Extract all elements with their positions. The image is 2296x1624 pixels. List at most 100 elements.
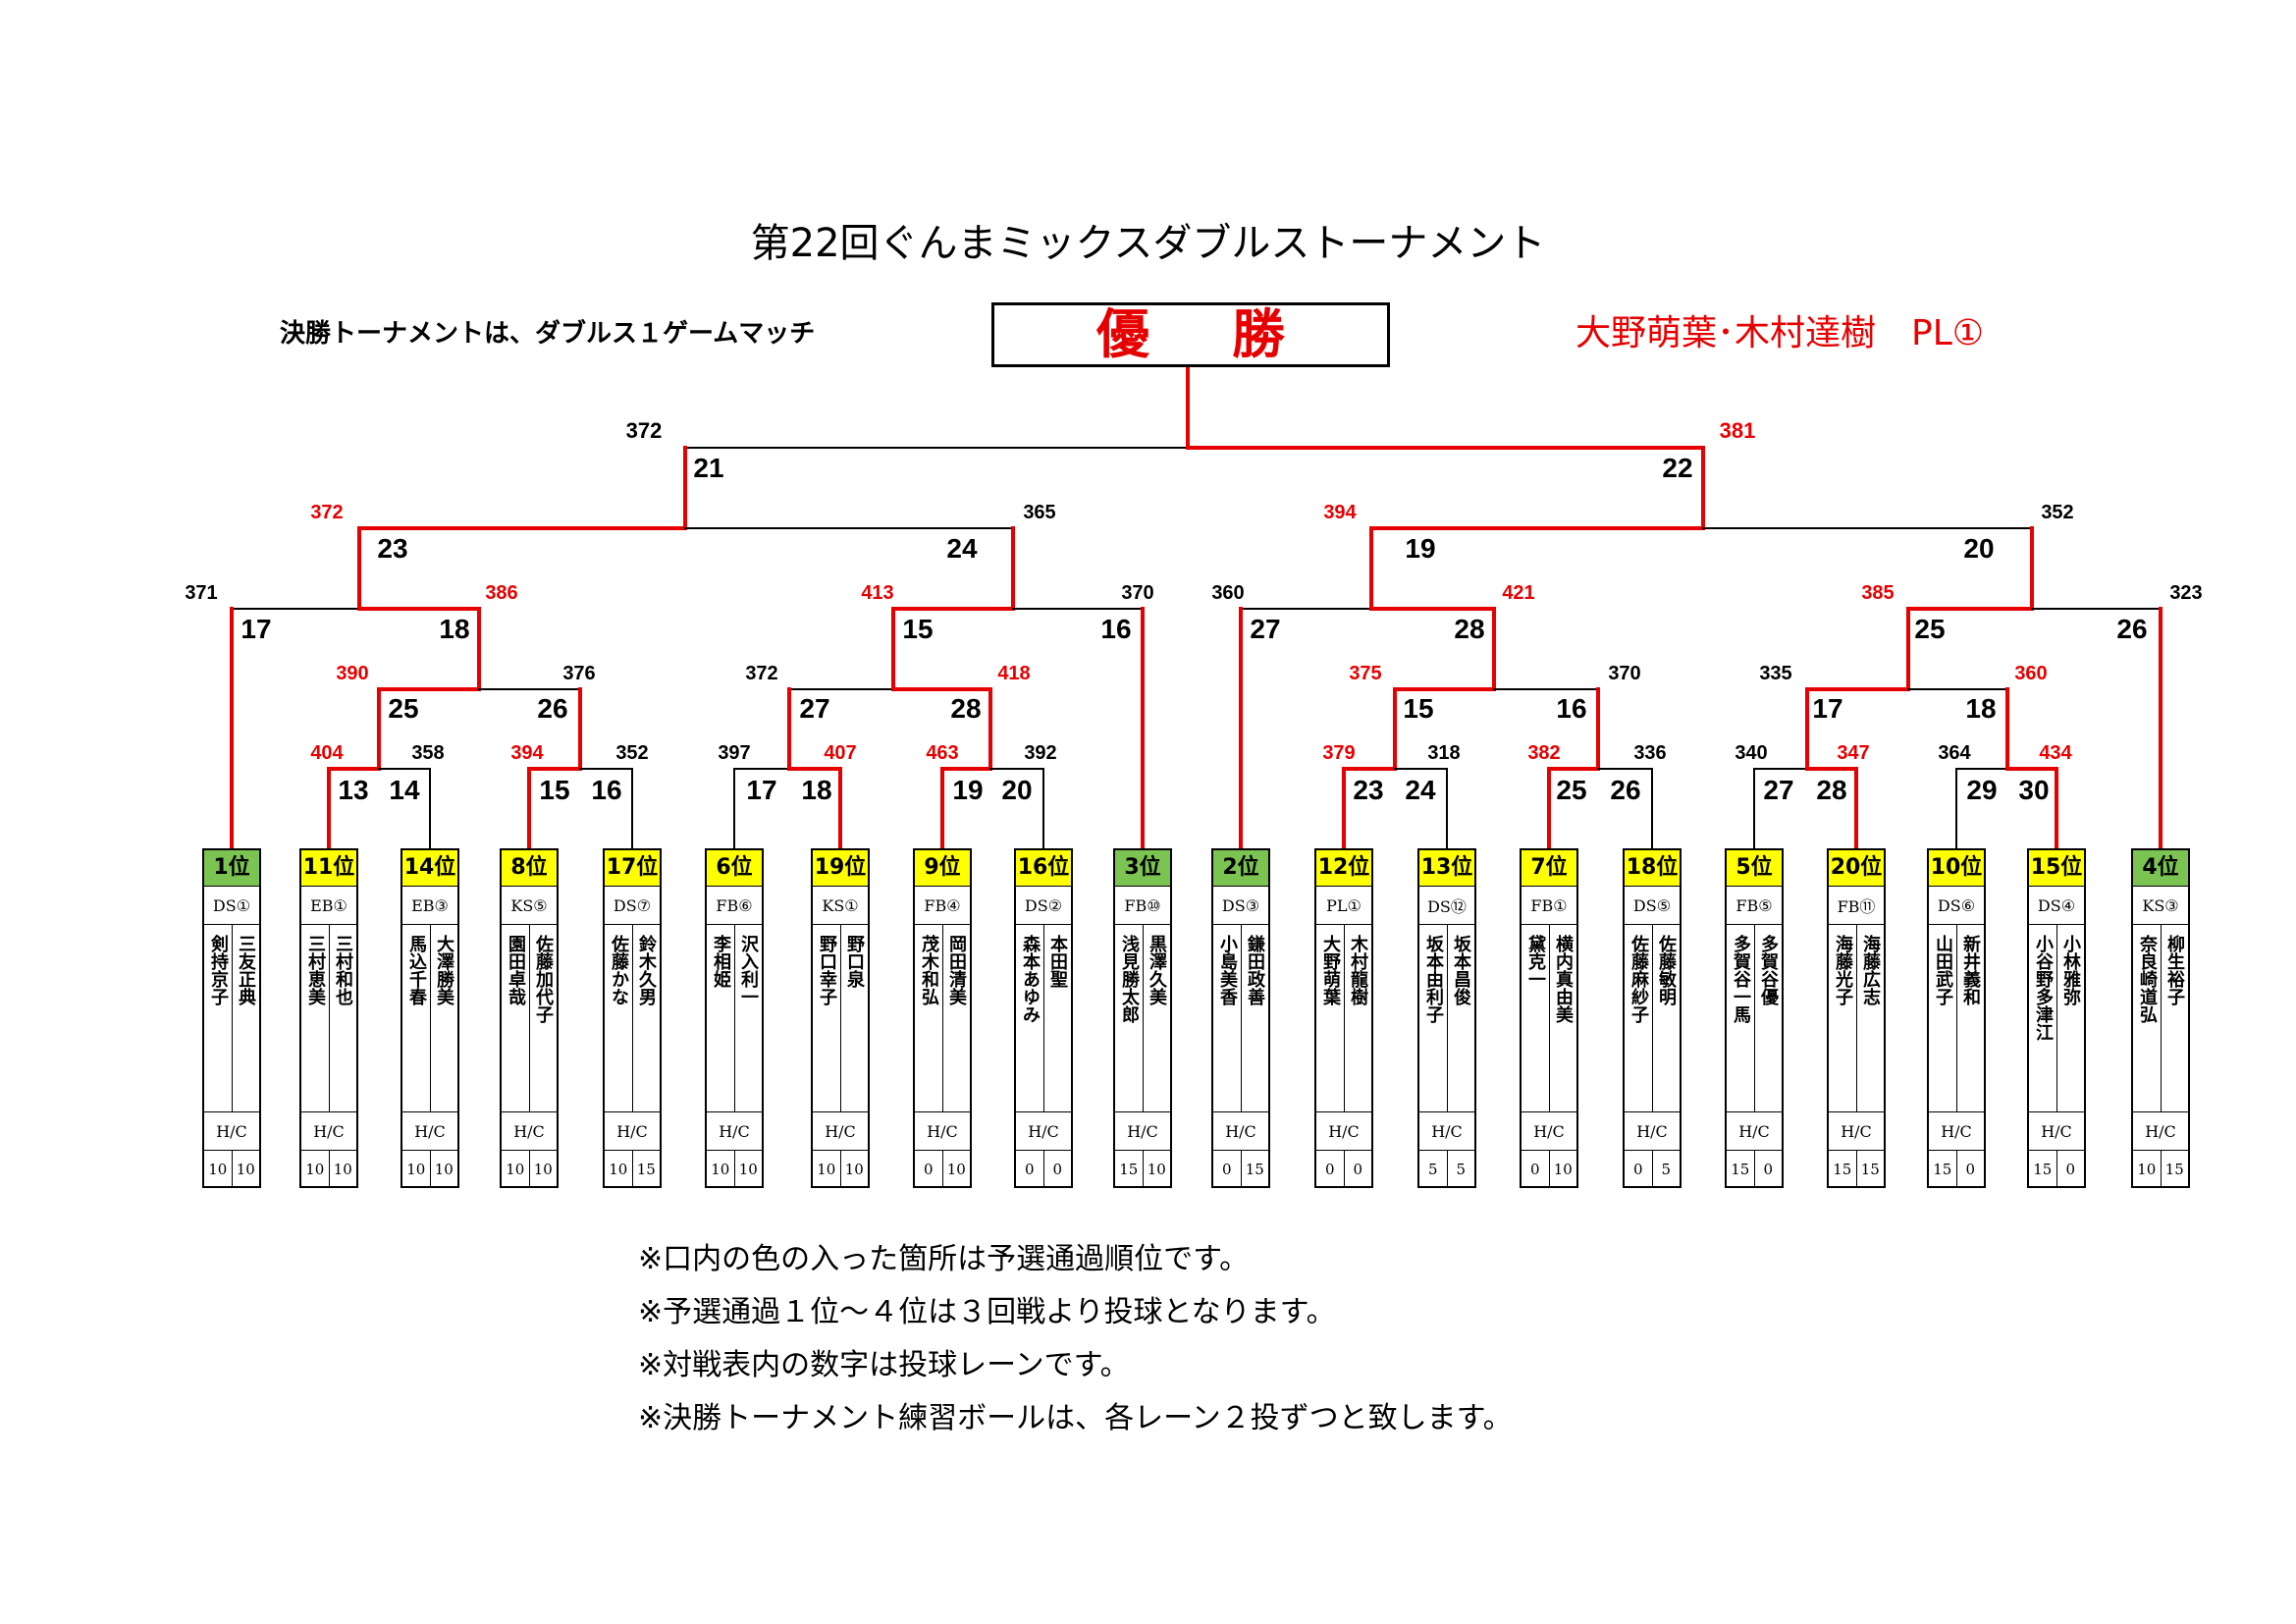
team-code: DS⑤ bbox=[1625, 887, 1680, 925]
hc-value: 0 bbox=[1353, 1161, 1363, 1178]
bracket-number: 340 bbox=[1735, 742, 1767, 764]
bracket-number: 27 bbox=[799, 693, 829, 724]
player-name: 横内真由美 bbox=[1549, 925, 1576, 1111]
bracket-number: 21 bbox=[693, 453, 723, 483]
player-names: 黒澤久美浅見勝太郎 bbox=[1115, 925, 1170, 1112]
hc-value: 10 bbox=[844, 1161, 864, 1178]
bracket-number: 372 bbox=[745, 663, 777, 684]
hc-label: H/C bbox=[2133, 1112, 2188, 1151]
bracket-number: 16 bbox=[1100, 614, 1131, 644]
bracket-number: 15 bbox=[1403, 693, 1433, 724]
player-names: 柳生裕子奈良崎道弘 bbox=[2133, 925, 2188, 1112]
team-code: DS③ bbox=[1213, 887, 1268, 925]
bracket-number: 392 bbox=[1024, 742, 1056, 764]
bracket-number: 352 bbox=[2041, 502, 2073, 523]
rank-badge: 6位 bbox=[707, 850, 762, 887]
player-name: 大野萌葉 bbox=[1320, 935, 1341, 1005]
note-line: ※対戦表内の数字は投球レーンです。 bbox=[638, 1348, 1130, 1382]
player-name: 小林雅弥 bbox=[2056, 925, 2084, 1111]
rank-badge: 10位 bbox=[1929, 850, 1984, 887]
bracket-number: 365 bbox=[1023, 502, 1055, 523]
winning-score: 463 bbox=[926, 742, 958, 764]
bracket-number: 28 bbox=[1454, 614, 1484, 644]
bracket-number: 26 bbox=[1610, 775, 1640, 805]
hc-value: 0 bbox=[1763, 1161, 1774, 1178]
hc-label: H/C bbox=[1929, 1112, 1984, 1151]
player-names: 大澤勝美馬込千春 bbox=[402, 925, 457, 1112]
team-code: DS⑥ bbox=[1929, 887, 1984, 925]
rank-badge: 20位 bbox=[1829, 850, 1884, 887]
player-names: 岡田清美茂木和弘 bbox=[915, 925, 970, 1112]
player-names: 鈴木久男佐藤かな bbox=[605, 925, 660, 1112]
player-names: 佐藤敏明佐藤麻紗子 bbox=[1625, 925, 1680, 1112]
hc-value: 10 bbox=[333, 1161, 352, 1178]
hc-value: 5 bbox=[1419, 1151, 1448, 1188]
hc-label: H/C bbox=[1419, 1112, 1474, 1151]
hc-label: H/C bbox=[1316, 1112, 1371, 1151]
player-names: 横内真由美黛克一 bbox=[1522, 925, 1576, 1112]
bracket-number: 17 bbox=[1812, 693, 1842, 724]
bracket-number: 18 bbox=[801, 775, 831, 805]
hc-value: 15 bbox=[1860, 1161, 1880, 1178]
player-names: 佐藤加代子園田卓哉 bbox=[502, 925, 557, 1112]
rank-badge: 14位 bbox=[402, 850, 457, 887]
player-name: 佐藤加代子 bbox=[529, 925, 557, 1111]
hc-label: H/C bbox=[1727, 1112, 1782, 1151]
hc-label: H/C bbox=[502, 1112, 557, 1151]
bracket-number: 335 bbox=[1759, 663, 1791, 684]
hc-value: 15 bbox=[1929, 1151, 1957, 1188]
bracket-number: 26 bbox=[537, 693, 567, 724]
hc-value: 0 bbox=[1016, 1151, 1044, 1188]
rank-badge: 17位 bbox=[605, 850, 660, 887]
bracket-number: 13 bbox=[338, 775, 368, 805]
player-name: 三村恵美 bbox=[305, 935, 326, 1005]
bracket-number: 370 bbox=[1608, 663, 1640, 684]
hc-label: H/C bbox=[1625, 1112, 1680, 1151]
team-code: EB③ bbox=[402, 887, 457, 925]
team-code: FB① bbox=[1522, 887, 1576, 925]
hc-value: 10 bbox=[2133, 1151, 2162, 1188]
team-code: KS⑤ bbox=[502, 887, 557, 925]
player-name: 黛克一 bbox=[1525, 935, 1546, 988]
player-name: 剣持京子 bbox=[208, 935, 229, 1005]
bracket-number: 18 bbox=[439, 614, 469, 644]
hc-label: H/C bbox=[1016, 1112, 1071, 1151]
winning-score: 418 bbox=[997, 663, 1030, 684]
hc-value: 10 bbox=[605, 1151, 633, 1188]
rank-badge: 1位 bbox=[204, 850, 259, 887]
player-name: 佐藤かな bbox=[609, 935, 629, 1005]
player-names: 三友正典剣持京子 bbox=[204, 925, 259, 1112]
team-code: EB① bbox=[301, 887, 356, 925]
team-code: FB⑩ bbox=[1115, 887, 1170, 925]
bracket-number: 376 bbox=[562, 663, 595, 684]
winning-score: 360 bbox=[2014, 663, 2047, 684]
winning-score: 382 bbox=[1527, 742, 1560, 764]
rank-badge: 9位 bbox=[915, 850, 970, 887]
rank-badge: 3位 bbox=[1115, 850, 1170, 887]
bracket-number: 29 bbox=[1966, 775, 1997, 805]
player-name: 新井義和 bbox=[1956, 925, 1984, 1111]
rank-badge: 5位 bbox=[1727, 850, 1782, 887]
player-names: 木村龍樹大野萌葉 bbox=[1316, 925, 1371, 1112]
champion-label: 優勝 bbox=[1096, 303, 1367, 365]
team-code: KS① bbox=[813, 887, 868, 925]
hc-label: H/C bbox=[1115, 1112, 1170, 1151]
team-code: DS① bbox=[204, 887, 259, 925]
